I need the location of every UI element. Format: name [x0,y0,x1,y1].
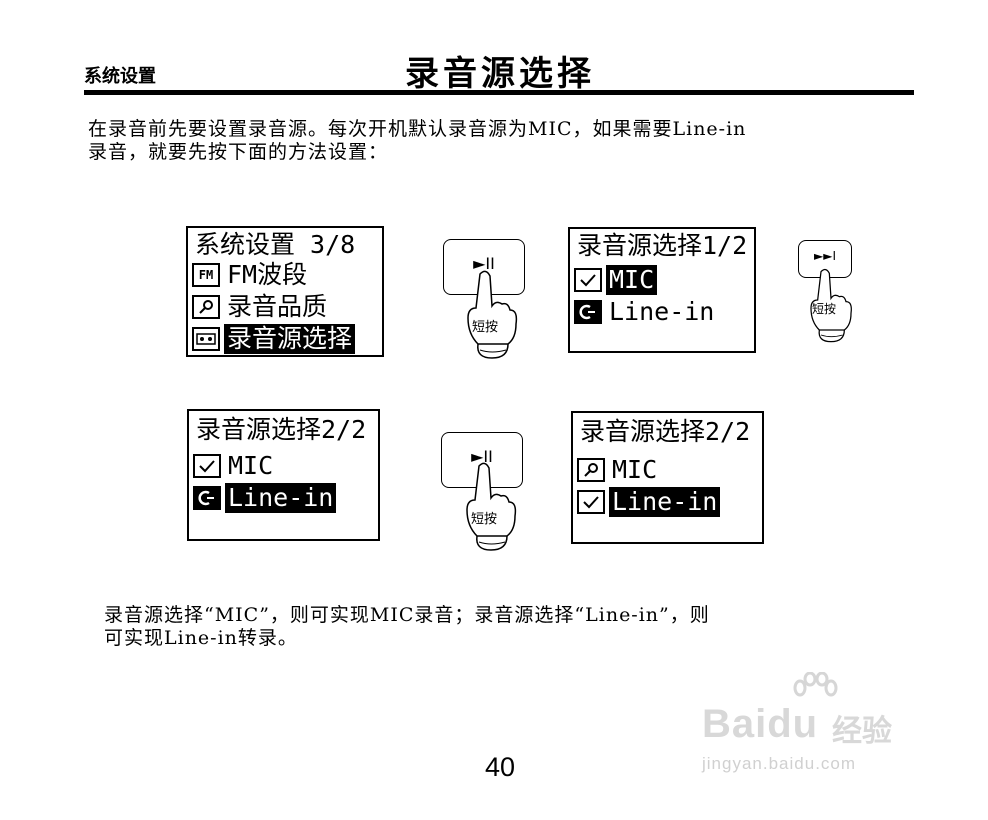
fm-icon: FM [192,263,220,287]
page-number: 40 [484,752,516,782]
lcd-screen-system-settings: 系统设置 3/8 FM FM波段 录音品质 录音源选择 [186,226,384,357]
option-label: MIC [612,455,658,484]
play-pause-icon: ►II [473,254,495,273]
short-press-label: 短按 [471,512,498,527]
short-press-label: 短按 [812,302,837,316]
screen-header: 录音源选择2/2 [196,415,367,444]
menu-item-record-quality: 录音品质 [192,292,330,322]
watermark-brand: Baidu [702,702,819,746]
title-divider [84,90,914,95]
option-label: Line-in [225,483,337,513]
option-label: MIC [228,451,274,480]
option-mic: MIC [193,451,276,481]
next-track-icon: ►►I [814,249,836,263]
menu-item-label: FM波段 [227,260,308,289]
page-title: 录音源选择 [405,54,595,94]
short-press-label: 短按 [472,320,499,335]
paw-logo-icon [793,672,838,697]
screen-header: 系统设置 3/8 [195,230,356,259]
pointing-hand-icon [467,270,518,359]
option-label: MIC [606,265,658,295]
play-pause-icon: ►II [471,447,493,466]
checkmark-icon [193,454,221,478]
pointing-hand-icon [466,462,517,551]
option-line-in: Line-in [577,487,721,517]
lcd-screen-record-source-1: 录音源选择1/2 MIC Line-in [568,227,756,353]
watermark-brand-cn: 经验 [832,714,892,749]
lcd-screen-record-source-result: 录音源选择2/2 MIC Line-in [571,411,764,544]
option-mic: MIC [577,455,660,485]
mic-icon [577,458,605,482]
intro-paragraph: 在录音前先要设置录音源。每次开机默认录音源为MIC，如果需要Line-in 录音… [88,118,747,163]
checkmark-icon [577,490,605,514]
menu-item-label: 录音品质 [227,292,328,321]
option-line-in: Line-in [574,297,717,327]
line-in-icon [574,300,602,324]
watermark-url: jingyan.baidu.com [702,754,857,773]
line-in-icon [193,486,221,510]
menu-item-fm: FM FM波段 [192,260,310,290]
menu-item-record-source: 录音源选择 [192,324,356,354]
screen-header: 录音源选择1/2 [577,231,748,260]
lcd-screen-record-source-2: 录音源选择2/2 MIC Line-in [187,409,380,541]
option-mic: MIC [574,265,658,295]
tape-icon [192,327,220,351]
option-label: Line-in [609,297,715,326]
pointing-hand-icon [810,268,852,343]
menu-item-label: 录音源选择 [224,324,356,354]
baidu-watermark: Baidu 经验 jingyan.baidu.com [702,672,942,782]
option-line-in: Line-in [193,483,337,513]
mic-quality-icon [192,295,220,319]
section-label: 系统设置 [84,66,156,87]
result-note: 录音源选择“MIC”，则可实现MIC录音；录音源选择“Line-in”，则 可实… [104,604,710,649]
checkmark-icon [574,268,602,292]
option-label: Line-in [609,487,721,517]
screen-header: 录音源选择2/2 [580,417,751,446]
